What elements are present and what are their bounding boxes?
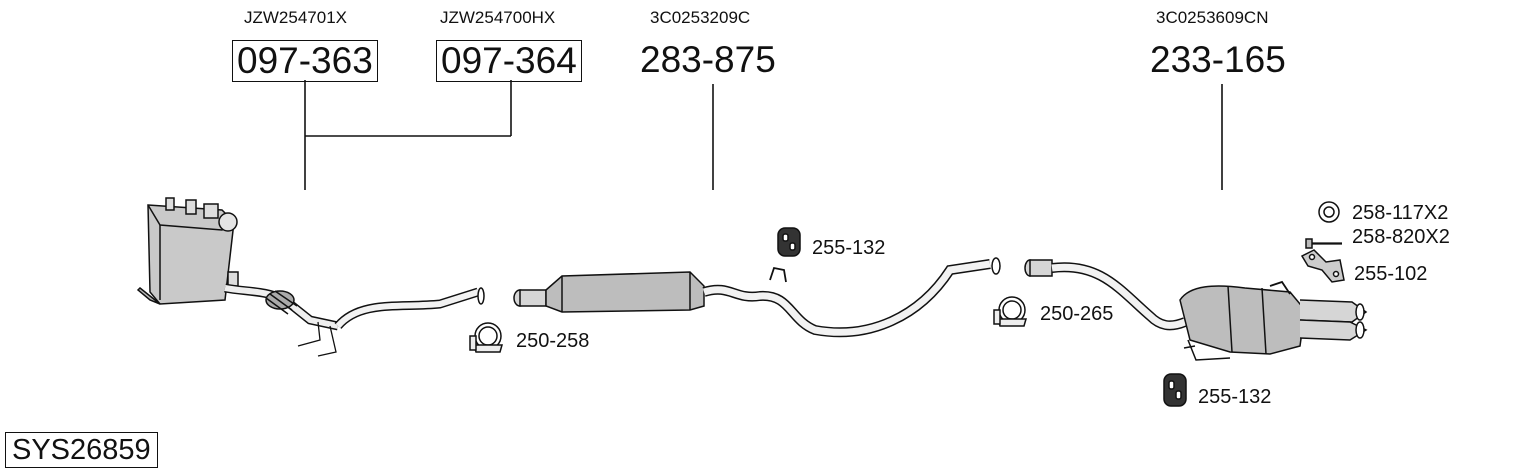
bracket-icon [1300,249,1345,283]
clamp-icon-rear [993,296,1027,327]
part-number-p2[interactable]: 097-364 [436,40,582,82]
part-number-p1[interactable]: 097-363 [232,40,378,82]
rubber-hanger-icon-rear [1163,373,1187,407]
center-pipe-part [513,257,1001,338]
oem-number-p2: JZW254700HX [440,8,556,27]
accessory-label-clamp-rear[interactable]: 250-265 [1040,303,1114,325]
accessory-label-bolt[interactable]: 258-820X2 [1352,226,1450,248]
oem-number-p1: JZW254701X [244,8,347,27]
rear-muffler-part [1024,259,1368,361]
oem-number-p3: 3C0253209C [650,8,751,27]
rubber-hanger-icon-mid [777,227,801,257]
accessory-label-hanger-mid[interactable]: 255-132 [812,237,886,259]
accessory-label-bracket[interactable]: 255-102 [1354,263,1428,285]
bolt-icon [1305,238,1342,249]
oem-number-p4: 3C0253609CN [1156,8,1269,27]
part-number-p4[interactable]: 233-165 [1150,39,1286,80]
system-code-label: SYS26859 [5,432,158,468]
particulate-filter-part [136,197,485,357]
flex-bellows [265,290,298,315]
accessory-label-clamp-front[interactable]: 250-258 [516,330,590,352]
leader-lines [304,80,1223,190]
accessory-label-hanger-rear[interactable]: 255-132 [1198,386,1272,408]
accessory-label-ring[interactable]: 258-117X2 [1352,202,1449,224]
part-number-p3[interactable]: 283-875 [640,39,776,80]
sealing-ring-icon [1318,201,1340,223]
clamp-icon-front [469,322,503,353]
